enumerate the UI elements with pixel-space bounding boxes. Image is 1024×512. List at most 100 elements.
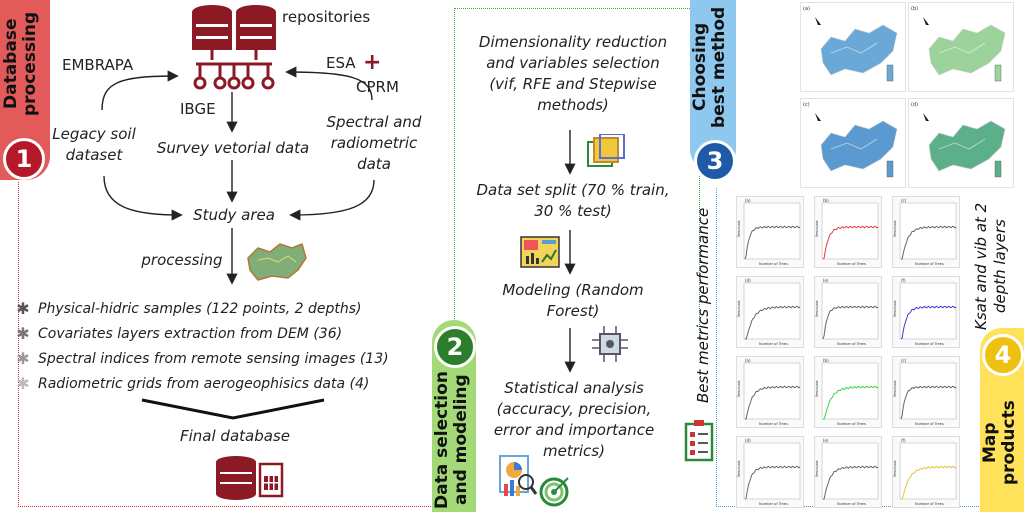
bullet-item: ✱Covariates layers extraction from DEM (…	[14, 321, 434, 346]
svg-text:Residuals: Residuals	[893, 380, 897, 397]
section-4-title: Map products	[980, 400, 1019, 486]
svg-text:(d): (d)	[911, 102, 918, 108]
svg-text:(b): (b)	[823, 198, 829, 203]
dim-reduction-text: Dimensionality reduction and variables s…	[478, 33, 668, 114]
cprm-label: CPRM	[356, 78, 399, 96]
residuals-plot: (b) Number of Trees Residuals	[814, 356, 882, 428]
survey-vetorial-label: Survey vetorial data	[156, 139, 310, 157]
repositories-label: repositories	[282, 8, 371, 26]
svg-text:Residuals: Residuals	[737, 220, 741, 237]
data-split-text: Data set split (70 % train, 30 % test)	[476, 181, 670, 220]
final-database-label: Final database	[180, 427, 290, 445]
svg-text:Number of Trees: Number of Trees	[915, 422, 944, 426]
section-1-arrows	[0, 0, 440, 300]
processing-label: processing	[141, 251, 223, 269]
checklist-icon	[684, 420, 714, 462]
residuals-plot: (d) Number of Trees Residuals	[736, 276, 804, 348]
svg-text:(c): (c)	[901, 198, 907, 203]
esa-label: ESA	[326, 54, 356, 72]
svg-text:(d): (d)	[745, 438, 751, 443]
svg-text:Number of Trees: Number of Trees	[759, 342, 788, 346]
spectral-radiometric-label: Spectral and radiometric data	[326, 113, 422, 173]
svg-text:(f): (f)	[901, 278, 906, 283]
residuals-plot: (b) Number of Trees Residuals	[814, 196, 882, 268]
asterisk-icon: ✱	[16, 324, 30, 343]
ibge-label: IBGE	[180, 100, 216, 118]
svg-text:(a): (a)	[803, 6, 810, 12]
svg-text:Residuals: Residuals	[893, 460, 897, 477]
svg-text:Number of Trees: Number of Trees	[837, 342, 866, 346]
svg-text:(a): (a)	[745, 358, 751, 363]
embrapa-label: EMBRAPA	[62, 56, 134, 74]
residuals-plot: (e) Number of Trees Residuals	[814, 436, 882, 508]
svg-text:Number of Trees: Number of Trees	[915, 342, 944, 346]
residuals-plot: (e) Number of Trees Residuals	[814, 276, 882, 348]
svg-text:(d): (d)	[745, 278, 751, 283]
svg-text:(c): (c)	[803, 102, 810, 108]
ksat-vib-label: Ksat and vib at 2 depth layers	[972, 202, 1009, 330]
statistical-analysis-text: Statistical analysis (accuracy, precisio…	[493, 379, 655, 460]
map-panel: (a)	[800, 2, 906, 92]
svg-text:Residuals: Residuals	[815, 300, 819, 317]
svg-text:Residuals: Residuals	[737, 380, 741, 397]
svg-text:(e): (e)	[823, 278, 829, 283]
chip-network-icon	[588, 324, 632, 364]
svg-text:(e): (e)	[823, 438, 829, 443]
svg-text:Number of Trees: Number of Trees	[915, 262, 944, 266]
section-2-number: 2	[434, 326, 476, 368]
svg-text:(c): (c)	[901, 358, 907, 363]
svg-text:Number of Trees: Number of Trees	[837, 262, 866, 266]
asterisk-icon: ✱	[16, 299, 30, 318]
residuals-plot: (a) Number of Trees Residuals	[736, 196, 804, 268]
map-panel: (d)	[908, 98, 1014, 188]
plus-icon: +	[363, 50, 382, 75]
analysis-report-icon	[496, 454, 538, 500]
section-3-title: Choosing best method	[690, 6, 729, 128]
bullet-item: ✱Spectral indices from remote sensing im…	[14, 346, 434, 371]
residuals-plot: (a) Number of Trees Residuals	[736, 356, 804, 428]
asterisk-icon: ✱	[16, 374, 30, 393]
section-1-border	[18, 182, 431, 507]
svg-text:Residuals: Residuals	[737, 300, 741, 317]
residuals-plot: (d) Number of Trees Residuals	[736, 436, 804, 508]
svg-text:Residuals: Residuals	[893, 220, 897, 237]
database-icon	[214, 454, 286, 502]
section-3-number: 3	[694, 140, 736, 182]
map-panel: (b)	[908, 2, 1014, 92]
svg-text:(f): (f)	[901, 438, 906, 443]
residuals-plot: (f) Number of Trees Residuals	[892, 276, 960, 348]
dashboard-icon	[520, 236, 560, 270]
asterisk-icon: ✱	[16, 349, 30, 368]
svg-text:Number of Trees: Number of Trees	[759, 262, 788, 266]
study-area-map-icon	[244, 240, 308, 282]
section-1-number: 1	[3, 138, 45, 180]
svg-text:Residuals: Residuals	[815, 380, 819, 397]
bullet-item: ✱Physical-hidric samples (122 points, 2 …	[14, 296, 434, 321]
svg-text:Number of Trees: Number of Trees	[837, 422, 866, 426]
svg-text:Number of Trees: Number of Trees	[915, 502, 944, 506]
target-icon	[538, 476, 572, 508]
bullet-list: ✱Physical-hidric samples (122 points, 2 …	[14, 296, 434, 396]
modeling-text: Modeling (Random Forest)	[502, 281, 644, 320]
svg-text:Residuals: Residuals	[815, 220, 819, 237]
svg-text:Residuals: Residuals	[737, 460, 741, 477]
section-4-number: 4	[982, 334, 1024, 376]
svg-text:Residuals: Residuals	[815, 460, 819, 477]
bullet-item: ✱Radiometric grids from aerogeophisics d…	[14, 371, 434, 396]
residuals-plot: (c) Number of Trees Residuals	[892, 196, 960, 268]
map-panel: (c)	[800, 98, 906, 188]
svg-text:Number of Trees: Number of Trees	[759, 422, 788, 426]
svg-text:Number of Trees: Number of Trees	[837, 502, 866, 506]
merge-brace	[140, 398, 326, 422]
legacy-soil-label: Legacy soil dataset	[52, 125, 136, 164]
svg-text:(b): (b)	[911, 6, 918, 12]
svg-text:Residuals: Residuals	[893, 300, 897, 317]
study-area-label: Study area	[193, 206, 275, 224]
svg-text:(a): (a)	[745, 198, 751, 203]
svg-text:(b): (b)	[823, 358, 829, 363]
section-2-arrows	[440, 0, 700, 400]
residuals-plot: (c) Number of Trees Residuals	[892, 356, 960, 428]
repositories-icon	[186, 2, 282, 92]
best-metrics-label: Best metrics performance	[694, 207, 712, 403]
svg-text:Number of Trees: Number of Trees	[759, 502, 788, 506]
